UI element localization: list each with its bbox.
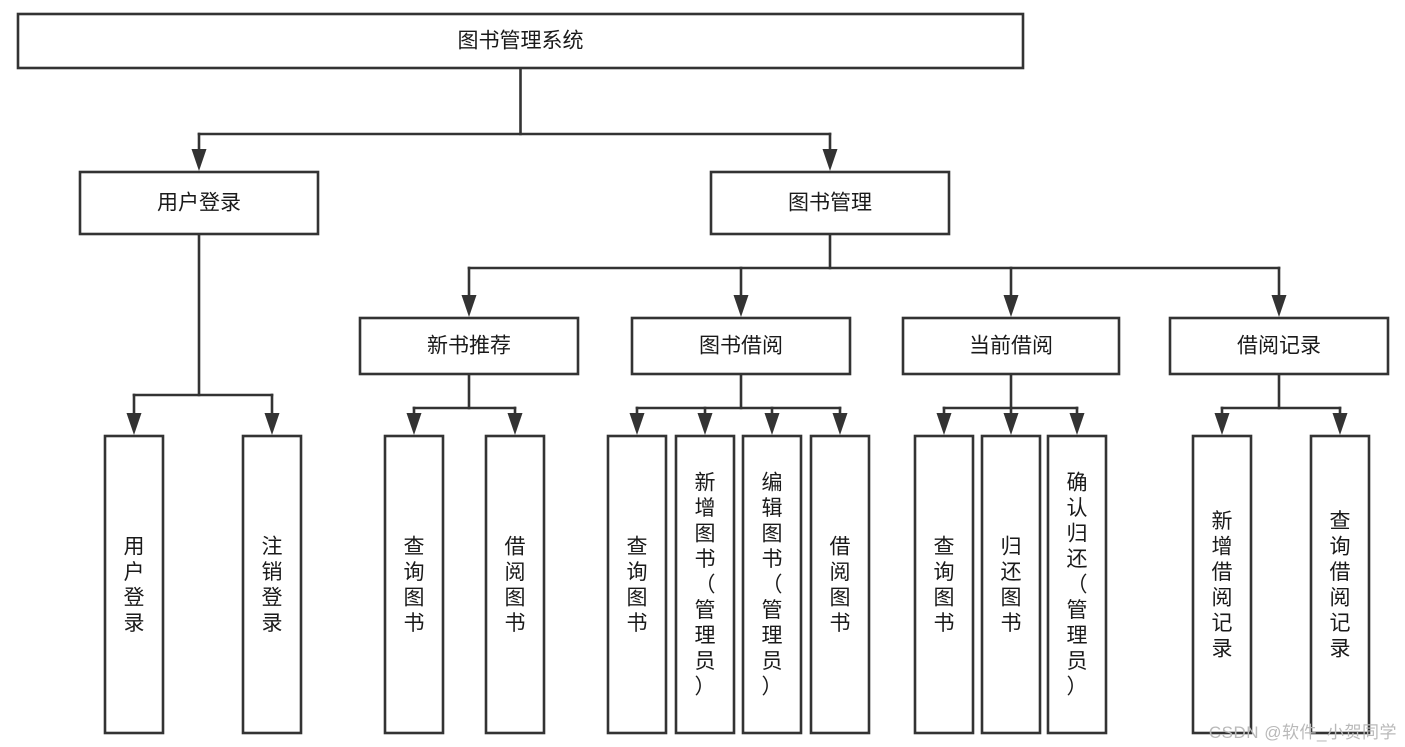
leaf-node-label: 用户登录 — [124, 535, 145, 635]
leaf-node-box[interactable] — [1191, 434, 1253, 735]
leaf-node-label: 确认归还（管理员） — [1067, 472, 1088, 699]
leaf-node-label: 归还图书 — [1001, 535, 1022, 635]
leaf-node-box[interactable] — [241, 434, 303, 735]
leaf-node-2[interactable]: 查询图书 — [383, 434, 445, 735]
leaf-node-6[interactable]: 编辑图书（管理员） — [741, 434, 803, 735]
leaf-node-1[interactable]: 注销登录 — [241, 434, 303, 735]
connector-group-current — [936, 372, 1085, 435]
leaf-node-box[interactable] — [980, 434, 1042, 735]
connector-group-records — [1214, 372, 1348, 435]
leaf-node-box[interactable] — [741, 434, 803, 735]
arrow-head-icon — [733, 295, 749, 317]
level2-node-1[interactable]: 图书管理 — [709, 170, 951, 236]
connector-group-root — [191, 66, 838, 171]
level2-node-label: 图书管理 — [788, 192, 872, 215]
arrow-head-icon — [1069, 413, 1085, 435]
level2-node-box[interactable] — [78, 170, 320, 236]
leaf-node-box[interactable] — [913, 434, 975, 735]
leaf-node-label: 查询图书 — [404, 535, 425, 635]
leaf-node-8[interactable]: 查询图书 — [913, 434, 975, 735]
arrow-head-icon — [697, 413, 713, 435]
csdn-watermark: CSDN @软件_小贺同学 — [1208, 723, 1397, 742]
leaf-node-10[interactable]: 确认归还（管理员） — [1046, 434, 1108, 735]
leaf-node-box[interactable] — [809, 434, 871, 735]
level3-node-label: 图书借阅 — [699, 335, 783, 358]
arrow-head-icon — [191, 149, 207, 171]
arrow-head-icon — [1003, 295, 1019, 317]
arrow-head-icon — [1271, 295, 1287, 317]
leaf-node-box[interactable] — [1046, 434, 1108, 735]
level2-node-label: 用户登录 — [157, 192, 241, 215]
arrow-head-icon — [822, 149, 838, 171]
leaf-node-3[interactable]: 借阅图书 — [484, 434, 546, 735]
level3-node-0[interactable]: 新书推荐 — [358, 316, 580, 376]
leaf-node-label: 查询图书 — [627, 535, 648, 635]
arrow-head-icon — [406, 413, 422, 435]
arrow-head-icon — [1332, 413, 1348, 435]
root-node-0[interactable]: 图书管理系统 — [16, 12, 1025, 70]
level3-node-box[interactable] — [1168, 316, 1390, 376]
leaf-node-7[interactable]: 借阅图书 — [809, 434, 871, 735]
leaf-node-9[interactable]: 归还图书 — [980, 434, 1042, 735]
connector-layer — [126, 66, 1348, 435]
connector-group-user-login — [126, 232, 280, 435]
leaf-node-12[interactable]: 查询借阅记录 — [1309, 434, 1371, 735]
root-node-box[interactable] — [16, 12, 1025, 70]
arrow-head-icon — [936, 413, 952, 435]
level3-node-label: 借阅记录 — [1237, 335, 1321, 358]
node-layer: 图书管理系统用户登录图书管理新书推荐图书借阅当前借阅借阅记录用户登录注销登录查询… — [16, 12, 1390, 735]
arrow-head-icon — [461, 295, 477, 317]
connector-group-book-mgmt — [461, 232, 1287, 317]
leaf-node-label: 借阅图书 — [505, 535, 526, 635]
leaf-node-box[interactable] — [606, 434, 668, 735]
arrow-head-icon — [1214, 413, 1230, 435]
arrow-head-icon — [126, 413, 142, 435]
leaf-node-label: 查询图书 — [934, 535, 955, 635]
leaf-node-box[interactable] — [674, 434, 736, 735]
leaf-node-label: 注销登录 — [262, 535, 283, 635]
level3-node-3[interactable]: 借阅记录 — [1168, 316, 1390, 376]
leaf-node-label: 新增图书（管理员） — [695, 472, 716, 699]
leaf-node-4[interactable]: 查询图书 — [606, 434, 668, 735]
root-node-label: 图书管理系统 — [458, 30, 584, 53]
arrow-head-icon — [764, 413, 780, 435]
level2-node-0[interactable]: 用户登录 — [78, 170, 320, 236]
connector-group-borrow — [629, 372, 848, 435]
level3-node-box[interactable] — [358, 316, 580, 376]
arrow-head-icon — [507, 413, 523, 435]
leaf-node-label: 查询借阅记录 — [1330, 510, 1351, 661]
leaf-node-label: 编辑图书（管理员） — [762, 472, 783, 699]
level3-node-label: 当前借阅 — [969, 335, 1053, 358]
leaf-node-box[interactable] — [383, 434, 445, 735]
leaf-node-box[interactable] — [484, 434, 546, 735]
arrow-head-icon — [629, 413, 645, 435]
arrow-head-icon — [264, 413, 280, 435]
level3-node-box[interactable] — [630, 316, 852, 376]
connector-group-new-book — [406, 372, 523, 435]
leaf-node-box[interactable] — [103, 434, 165, 735]
leaf-node-label: 借阅图书 — [830, 535, 851, 635]
leaf-node-0[interactable]: 用户登录 — [103, 434, 165, 735]
leaf-node-11[interactable]: 新增借阅记录 — [1191, 434, 1253, 735]
leaf-node-label: 新增借阅记录 — [1212, 510, 1233, 661]
level2-node-box[interactable] — [709, 170, 951, 236]
level3-node-2[interactable]: 当前借阅 — [901, 316, 1121, 376]
arrow-head-icon — [1003, 413, 1019, 435]
arrow-head-icon — [832, 413, 848, 435]
leaf-node-box[interactable] — [1309, 434, 1371, 735]
leaf-node-5[interactable]: 新增图书（管理员） — [674, 434, 736, 735]
level3-node-label: 新书推荐 — [427, 335, 511, 358]
level3-node-box[interactable] — [901, 316, 1121, 376]
level3-node-1[interactable]: 图书借阅 — [630, 316, 852, 376]
